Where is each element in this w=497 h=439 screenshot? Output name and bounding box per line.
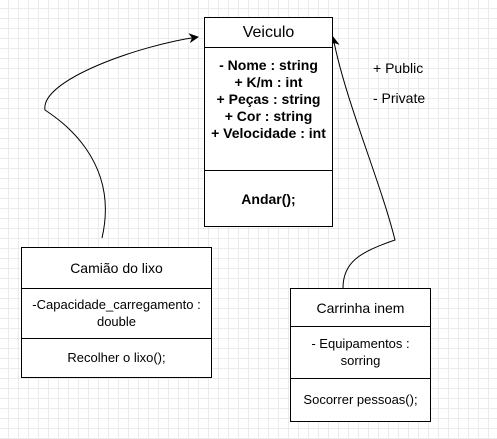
- attribute-pecas: + Peças : string: [216, 91, 321, 107]
- attribute-equipamentos: - Equipamentos :: [311, 336, 410, 351]
- class-carrinha-method: Socorrer pessoas();: [303, 392, 418, 407]
- class-camiao-method: Recolher o lixo();: [67, 350, 166, 365]
- attribute-capacidade-type: double: [96, 314, 137, 329]
- attribute-cor: + Cor : string: [224, 108, 313, 124]
- class-camiao-attributes: -Capacidade_carregamento : double: [22, 288, 211, 338]
- attribute-nome: - Nome : string: [219, 57, 318, 73]
- attribute-capacidade: -Capacidade_carregamento :: [32, 297, 201, 312]
- class-carrinha-attributes: - Equipamentos : sorring: [291, 326, 430, 378]
- attribute-velocidade: + Velocidade : int: [211, 125, 326, 141]
- divider: [291, 326, 430, 327]
- divider: [22, 288, 211, 289]
- class-carrinha-title: Carrinha inem: [316, 299, 405, 316]
- attribute-km: + K/m : int: [234, 74, 303, 90]
- divider: [291, 378, 430, 379]
- class-veiculo-method: Andar();: [241, 190, 296, 207]
- attribute-equipamentos-type: sorring: [340, 353, 381, 368]
- camiao-to-veiculo-arrow: [44, 33, 199, 239]
- legend-public: + Public: [373, 60, 424, 76]
- class-veiculo-title: Veiculo: [242, 23, 295, 41]
- class-camiao-title: Camião do lixo: [70, 260, 163, 276]
- divider: [22, 338, 211, 339]
- class-camiao-do-lixo[interactable]: Camião do lixo -Capacidade_carregamento …: [21, 247, 212, 378]
- class-veiculo-attributes: - Nome : string + K/m : int + Peças : st…: [205, 47, 332, 176]
- divider: [205, 47, 332, 48]
- class-carrinha-inem[interactable]: Carrinha inem - Equipamentos : sorring S…: [290, 288, 431, 422]
- carrinha-to-veiculo-arrow: [329, 36, 396, 289]
- legend-private: - Private: [373, 90, 426, 106]
- class-veiculo[interactable]: Veiculo - Nome : string + K/m : int + Pe…: [204, 17, 333, 227]
- divider: [205, 170, 332, 171]
